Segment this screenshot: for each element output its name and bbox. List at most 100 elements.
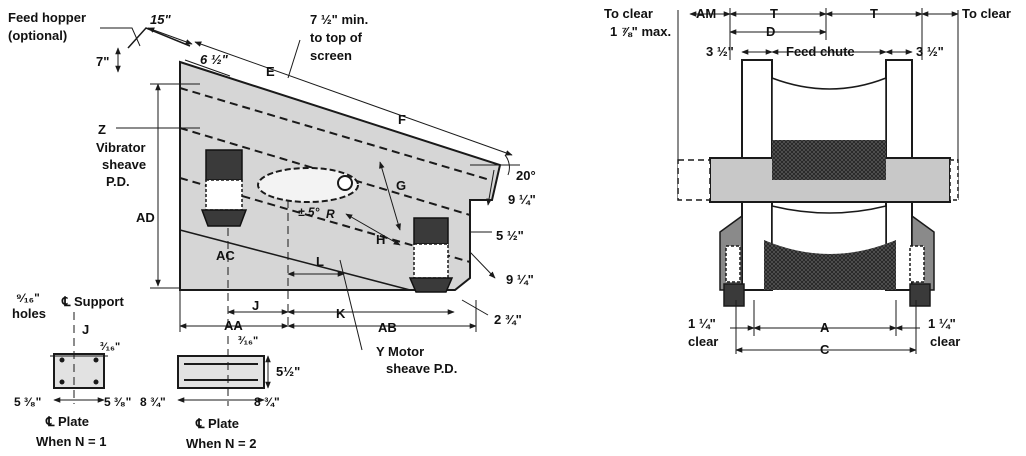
angle-arc	[504, 154, 510, 176]
vibrator-sheave	[257, 167, 359, 203]
dim-9q-b-line	[469, 251, 496, 279]
dim-9q-b-label: 9 ¼"	[506, 272, 534, 287]
dim-6-5-leader	[184, 59, 231, 77]
clear-left-num: 1 ¼"	[688, 316, 716, 331]
plate-n1-hole	[59, 379, 65, 385]
plate-n2-right-label: 8 ¾"	[254, 395, 280, 409]
plate-n1-when-label: When N = 1	[36, 434, 106, 449]
feed-chute-label: Feed chute	[786, 44, 855, 59]
left-sheave-outline	[677, 159, 711, 201]
right-spring	[413, 243, 449, 279]
dim-a-label: A	[820, 320, 830, 335]
upper-screen-mesh	[772, 140, 886, 180]
dim-aa-label: AA	[224, 318, 243, 333]
plate-n2-plate-label: ℄ Plate	[195, 416, 239, 431]
dim-l-label: L	[316, 254, 324, 269]
dim-t2-label: T	[870, 6, 878, 21]
dim-ac-label: AC	[216, 248, 235, 263]
plate-n1-316-label: ³⁄₁₆"	[100, 341, 120, 353]
y-leader	[339, 259, 363, 351]
dim-ad-label: AD	[136, 210, 155, 225]
vibrator-label-1: Vibrator	[96, 140, 146, 155]
end-view: To clear AM T T To clear 1 ⅞" max. D 3 ½…	[604, 6, 1011, 357]
plate-n2-left-label: 8 ¾"	[140, 395, 166, 409]
min-label-3: screen	[310, 48, 352, 63]
clear-left-label: clear	[688, 334, 718, 349]
plate-n1-j-label: J	[82, 322, 89, 337]
plate-n2-5h-label: 5½"	[276, 364, 300, 379]
dim-e-label: E	[266, 64, 275, 79]
left-spring	[205, 179, 243, 211]
z-label: Z	[98, 122, 106, 137]
plate-n1-right-label: 5 ³⁄₈"	[104, 395, 131, 409]
clear-right-label: clear	[930, 334, 960, 349]
plate-detail-n2: ³⁄₁₆" 5½" 8 ¾" 8 ¾" ℄ Plate When N = 2	[140, 335, 300, 451]
hopper-leader	[100, 27, 141, 47]
right-foot	[408, 277, 454, 293]
dim-ab-label: AB	[378, 320, 397, 335]
dim-c-label: C	[820, 342, 830, 357]
clear-right-num: 1 ¼"	[928, 316, 956, 331]
angle-20-label: 20°	[516, 168, 536, 183]
right-spring-end	[909, 245, 925, 283]
min-label-2: to top of	[310, 30, 363, 45]
plate-n2-316-label: ³⁄₁₆"	[238, 335, 258, 347]
left-foot-end	[723, 283, 745, 307]
right-mount-top	[413, 217, 449, 245]
y-motor-label-2: sheave P.D.	[386, 361, 457, 376]
dim-2tq-line	[461, 299, 489, 316]
plate-n2-body	[177, 355, 265, 389]
holes-size-label: ⁹⁄₁₆"	[16, 291, 40, 305]
right-3h-label: 3 ½"	[916, 44, 944, 59]
upper-deck-frame	[771, 76, 887, 151]
plate-n1-left-label: 5 ³⁄₈"	[14, 395, 41, 409]
vibrator-label-3: P.D.	[106, 174, 130, 189]
frame-base	[179, 229, 411, 291]
dim-k-label: K	[336, 306, 346, 321]
dim-15-line	[147, 27, 193, 45]
plate-detail-n1: ⁹⁄₁₆" holes ℄ Support J ³⁄₁₆" 5 ³⁄₈" 5 ³…	[12, 291, 131, 449]
min-label-1: 7 ½" min.	[310, 12, 368, 27]
dim-15-label: 15"	[150, 12, 171, 27]
support-label: ℄ Support	[61, 294, 124, 309]
feed-hopper-label: Feed hopper	[8, 10, 86, 25]
middle-deck	[179, 127, 471, 216]
plate-n1-hole	[93, 357, 99, 363]
pm5-label: ± 5°	[298, 205, 320, 219]
dim-9q-a-label: 9 ¼"	[508, 192, 536, 207]
to-clear-left-label: To clear	[604, 6, 653, 21]
optional-label: (optional)	[8, 28, 67, 43]
dim-e-f-line	[194, 41, 513, 156]
left-foot	[200, 209, 248, 227]
dim-r-label: R	[326, 207, 335, 221]
lower-screen-mesh	[764, 240, 896, 290]
left-mount-top	[205, 149, 243, 181]
sheave-hub	[337, 175, 353, 191]
dim-d-label: D	[766, 24, 775, 39]
dim-f-label: F	[398, 112, 406, 127]
dim-am-label: AM	[696, 6, 716, 21]
y-motor-label-1: Y Motor	[376, 344, 424, 359]
dim-h-line	[345, 213, 401, 246]
max-label: 1 ⅞" max.	[610, 24, 671, 39]
hopper-outline	[127, 27, 191, 49]
plate-n1-hole	[59, 357, 65, 363]
dim-7-label: 7"	[96, 54, 109, 69]
left-spring-end	[725, 245, 741, 283]
vibrator-label-2: sheave	[102, 157, 146, 172]
dim-g-label: G	[396, 178, 406, 193]
holes-label: holes	[12, 306, 46, 321]
dim-9q-a-line	[486, 169, 495, 206]
left-3h-label: 3 ½"	[706, 44, 734, 59]
dim-5h-label: 5 ½"	[496, 228, 524, 243]
dim-6-5-label: 6 ½"	[200, 52, 229, 67]
dim-2tq-label: 2 ¾"	[494, 312, 522, 327]
dim-t1-label: T	[770, 6, 778, 21]
plate-n2-when-label: When N = 2	[186, 436, 256, 451]
min-leader	[287, 39, 301, 79]
side-view: Feed hopper (optional) 15" 7" 6 ½" 7 ½" …	[8, 10, 536, 376]
right-sheave-outline	[949, 159, 959, 201]
plate-n1-plate-label: ℄ Plate	[45, 414, 89, 429]
